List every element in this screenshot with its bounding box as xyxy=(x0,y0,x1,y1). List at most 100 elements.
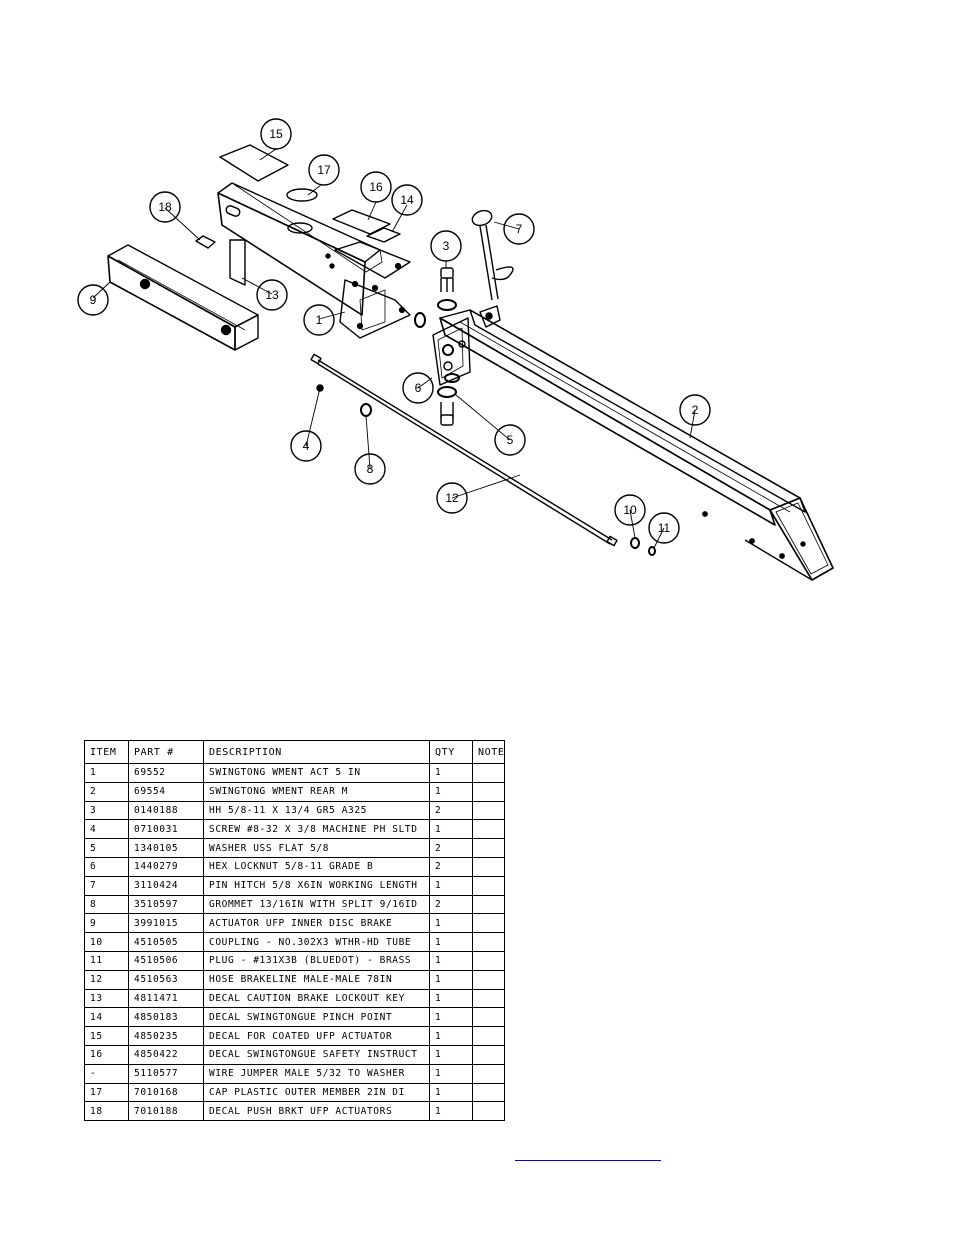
part-3-bolt xyxy=(440,267,454,292)
description-cell: HH 5/8-11 X 13/4 GR5 A325 xyxy=(203,800,430,821)
svg-text:9: 9 xyxy=(90,293,97,307)
description-cell: PLUG - #131X3B (BLUEDOT) - BRASS xyxy=(203,950,430,971)
part-number-cell: 69554 xyxy=(128,781,204,802)
description-cell: DECAL PUSH BRKT UFP ACTUATORS xyxy=(203,1101,430,1122)
part-7-hitch-pin xyxy=(471,209,514,301)
qty-cell: 1 xyxy=(429,913,473,934)
balloon-9: 9 xyxy=(77,284,109,316)
description-cell: PIN HITCH 5/8 X6IN WORKING LENGTH xyxy=(203,875,430,896)
description-cell: GROMMET 13/16IN WITH SPLIT 9/16ID xyxy=(203,894,430,915)
description-cell: SCREW #8-32 X 3/8 MACHINE PH SLTD xyxy=(203,819,430,840)
item-cell: 2 xyxy=(84,781,129,802)
description-cell: DECAL FOR COATED UFP ACTUATOR xyxy=(203,1026,430,1046)
part-11-plug xyxy=(648,546,656,556)
qty-cell: 2 xyxy=(429,894,473,915)
item-cell: 3 xyxy=(84,800,129,821)
part-number-cell: 4850235 xyxy=(128,1026,204,1046)
qty-cell: 1 xyxy=(429,1044,473,1065)
svg-text:6: 6 xyxy=(415,381,422,395)
part-number-cell: 4510506 xyxy=(128,950,204,971)
qty-cell: 1 xyxy=(429,950,473,971)
balloon-8: 8 xyxy=(354,453,386,485)
header-description: DESCRIPTION xyxy=(203,740,430,764)
part-number-cell: 1440279 xyxy=(128,856,204,877)
item-cell: 12 xyxy=(84,969,129,990)
part-6-nut-lower xyxy=(444,373,460,383)
description-cell: HEX LOCKNUT 5/8-11 GRADE B xyxy=(203,856,430,877)
balloon-4: 4 xyxy=(290,430,322,462)
item-cell: 7 xyxy=(84,875,129,896)
qty-cell: 1 xyxy=(429,819,473,840)
decal-14 xyxy=(366,227,401,243)
item-cell: 8 xyxy=(84,894,129,915)
svg-text:4: 4 xyxy=(303,439,310,453)
svg-text:8: 8 xyxy=(367,462,374,476)
note-cell xyxy=(471,856,506,877)
item-cell: 1 xyxy=(84,763,129,783)
note-cell xyxy=(471,1063,506,1084)
item-cell: 5 xyxy=(84,838,129,858)
balloon-10: 10 xyxy=(614,494,646,526)
part-number-cell: 3991015 xyxy=(128,913,204,934)
description-cell: WASHER USS FLAT 5/8 xyxy=(203,838,430,858)
part-3-bolt-lower xyxy=(440,402,454,426)
balloon-1: 1 xyxy=(303,304,335,336)
item-cell: 16 xyxy=(84,1044,129,1065)
balloon-6: 6 xyxy=(402,372,434,404)
note-cell xyxy=(471,763,506,783)
part-10-coupling xyxy=(630,537,640,549)
part-9-actuator-inner xyxy=(107,244,259,351)
svg-text:17: 17 xyxy=(317,163,331,177)
item-cell: 11 xyxy=(84,950,129,971)
qty-cell: 1 xyxy=(429,1026,473,1046)
qty-cell: 1 xyxy=(429,1082,473,1103)
qty-cell: 1 xyxy=(429,781,473,802)
description-cell: CAP PLASTIC OUTER MEMBER 2IN DI xyxy=(203,1082,430,1103)
balloon-16: 16 xyxy=(360,171,392,203)
svg-text:1: 1 xyxy=(316,313,323,327)
part-number-cell: 7010188 xyxy=(128,1101,204,1122)
note-cell xyxy=(471,1026,506,1046)
item-cell: 18 xyxy=(84,1101,129,1122)
svg-text:10: 10 xyxy=(623,503,637,517)
qty-cell: 1 xyxy=(429,969,473,990)
part-number-cell: 3510597 xyxy=(128,894,204,915)
description-cell: WIRE JUMPER MALE 5/32 TO WASHER xyxy=(203,1063,430,1084)
item-cell: 10 xyxy=(84,932,129,952)
note-cell xyxy=(471,781,506,802)
qty-cell: 2 xyxy=(429,838,473,858)
balloon-11: 11 xyxy=(648,512,680,544)
header-part: PART # xyxy=(128,740,204,764)
qty-cell: 1 xyxy=(429,988,473,1009)
description-cell: COUPLING - NO.302X3 WTHR-HD TUBE xyxy=(203,932,430,952)
svg-text:18: 18 xyxy=(158,200,172,214)
decal-18 xyxy=(195,235,216,249)
footer-link[interactable] xyxy=(515,1146,661,1161)
note-cell xyxy=(471,969,506,990)
balloon-13: 13 xyxy=(256,279,288,311)
part-number-cell: 4850183 xyxy=(128,1007,204,1028)
balloon-12: 12 xyxy=(436,482,468,514)
description-cell: HOSE BRAKELINE MALE-MALE 78IN xyxy=(203,969,430,990)
balloon-7: 7 xyxy=(503,213,535,245)
note-cell xyxy=(471,894,506,915)
item-cell: 4 xyxy=(84,819,129,840)
part-number-cell: 5110577 xyxy=(128,1063,204,1084)
svg-text:5: 5 xyxy=(507,433,514,447)
part-number-cell: 4510563 xyxy=(128,969,204,990)
part-number-cell: 69552 xyxy=(128,763,204,783)
note-cell xyxy=(471,838,506,858)
